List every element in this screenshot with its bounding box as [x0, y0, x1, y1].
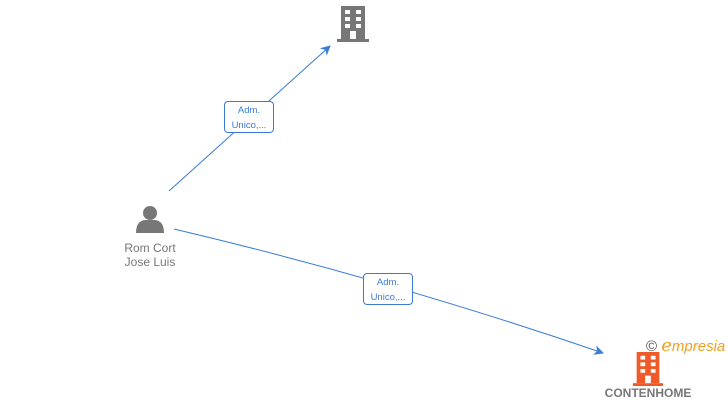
person-name-line: Rom Cort	[124, 241, 176, 255]
edge-label-line: Unico,...	[231, 120, 267, 131]
building-icon[interactable]	[337, 6, 369, 42]
building-icon[interactable]	[632, 352, 664, 386]
company-name[interactable]: CONTENHOME	[604, 386, 692, 400]
empresia-logo: © empresia	[646, 336, 725, 357]
edge-label-line: Adm.	[237, 105, 261, 116]
logo-initial: e	[661, 335, 672, 356]
edge-label-line: Unico,...	[370, 292, 406, 303]
edge-label-line: Adm.	[376, 277, 400, 288]
edge-label-2[interactable]: Adm. Unico,...	[363, 273, 413, 305]
person-name-line: Jose Luis	[124, 255, 176, 269]
edge-label-1[interactable]: Adm. Unico,...	[224, 101, 274, 133]
copyright-symbol: ©	[646, 338, 658, 355]
person-name[interactable]: Rom Cort Jose Luis	[110, 241, 190, 269]
logo-text: mpresia	[671, 338, 726, 355]
person-icon[interactable]	[136, 205, 164, 233]
